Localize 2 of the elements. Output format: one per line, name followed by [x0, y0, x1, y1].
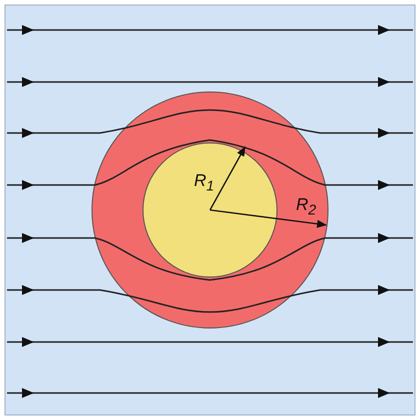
- radius-label: R$_{2}$: [296, 196, 316, 218]
- radius-label: R$_{1}$: [194, 172, 214, 194]
